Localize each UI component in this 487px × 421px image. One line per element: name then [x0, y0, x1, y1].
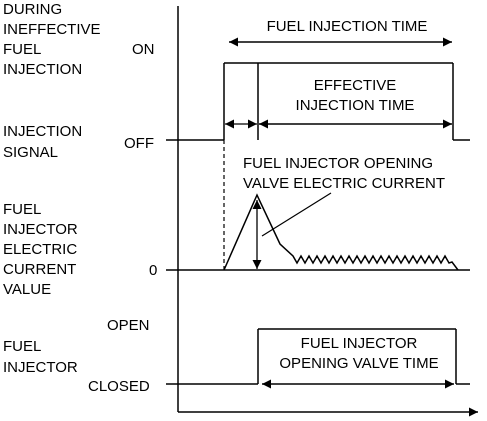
label-current-fuel: FUEL	[3, 201, 41, 218]
opening-current-label-2: VALVE ELECTRIC CURRENT	[243, 175, 445, 192]
injection-signal-waveform	[166, 62, 470, 141]
effective-label-2: INJECTION TIME	[296, 97, 415, 114]
row-labels: DURING INEFFECTIVE FUEL INJECTION INJECT…	[3, 1, 101, 376]
label-valve-fuel: FUEL	[3, 338, 41, 355]
fuel-injection-time-label: FUEL INJECTION TIME	[267, 18, 428, 35]
level-closed: CLOSED	[88, 378, 150, 395]
label-current-injector: INJECTOR	[3, 221, 78, 238]
label-current-current: CURRENT	[3, 261, 76, 278]
label-fuel: FUEL	[3, 41, 41, 58]
current-waveform	[223, 193, 459, 271]
opening-time-label-2: OPENING VALVE TIME	[279, 355, 438, 372]
level-on: ON	[132, 41, 155, 58]
level-off: OFF	[124, 135, 154, 152]
level-labels: ON OFF 0 OPEN CLOSED	[88, 41, 157, 395]
valve-state-waveform	[166, 328, 470, 385]
level-zero: 0	[149, 262, 157, 279]
label-during: DURING	[3, 1, 62, 18]
opening-current-label-1: FUEL INJECTOR OPENING	[243, 155, 433, 172]
effective-label-1: EFFECTIVE	[314, 77, 397, 94]
label-injection: INJECTION	[3, 61, 82, 78]
opening-time-label-1: FUEL INJECTOR	[301, 335, 418, 352]
fuel-injection-time-label-bg	[251, 16, 443, 36]
label-injection-signal-1: INJECTION	[3, 123, 82, 140]
label-ineffective: INEFFECTIVE	[3, 21, 101, 38]
label-injection-signal-2: SIGNAL	[3, 144, 58, 161]
label-valve-injector: INJECTOR	[3, 359, 78, 376]
level-open: OPEN	[107, 317, 150, 334]
opening-current-leader	[261, 192, 332, 237]
label-current-electric: ELECTRIC	[3, 241, 77, 258]
label-current-value: VALUE	[3, 281, 51, 298]
